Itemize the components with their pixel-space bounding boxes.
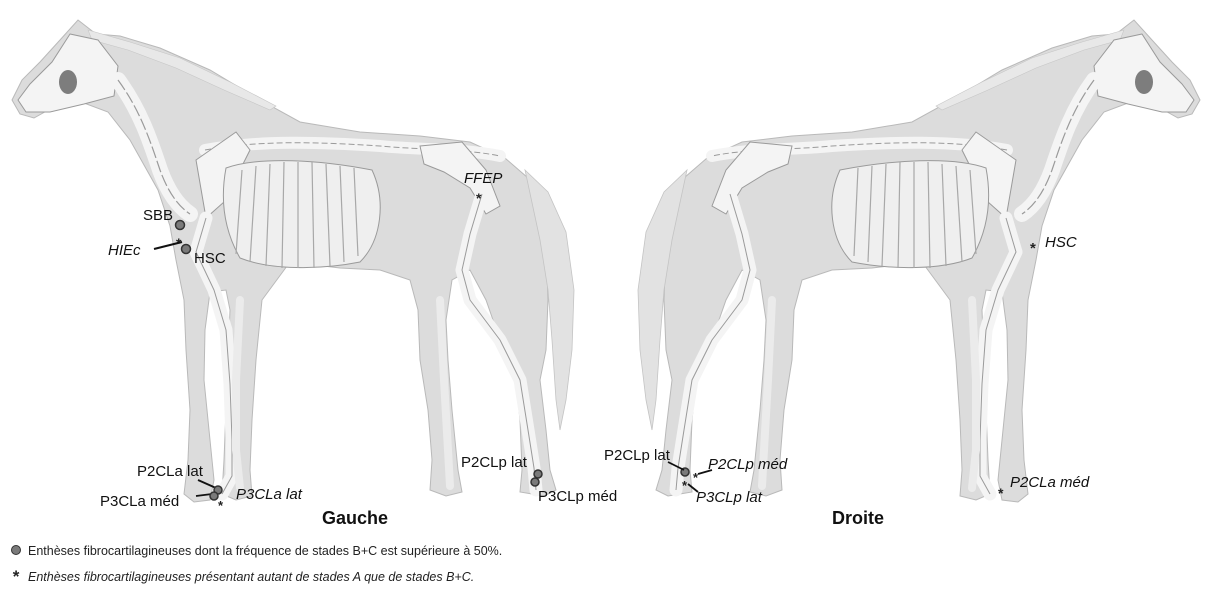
label-p2clp-lat: P2CLp lat	[461, 454, 528, 471]
marker-dot	[531, 478, 539, 486]
filled-circle-icon	[8, 544, 24, 558]
marker-dot	[176, 221, 185, 230]
legend-star-text: Enthèses fibrocartilagineuses présentant…	[28, 570, 474, 584]
marker-dot	[210, 492, 218, 500]
marker-dot	[534, 470, 542, 478]
legend-star-row: * Enthèses fibrocartilagineuses présenta…	[8, 568, 474, 585]
label-sbb: SBB	[143, 207, 173, 224]
title-gauche: Gauche	[322, 508, 388, 528]
label-p3clp-lat: P3CLp lat	[696, 489, 763, 506]
title-droite: Droite	[832, 508, 884, 528]
label-hsc-right: HSC	[1045, 234, 1077, 251]
label-p2cla-med: P2CLa méd	[1010, 474, 1090, 491]
label-ffep: FFEP	[464, 170, 502, 187]
marker-star: *	[998, 485, 1004, 501]
right-horse-silhouette	[638, 20, 1200, 502]
legend-dot-row: Enthèses fibrocartilagineuses dont la fr…	[8, 544, 502, 558]
legend-dot-text: Enthèses fibrocartilagineuses dont la fr…	[28, 544, 502, 558]
right-horse: * HSC * * P2CLp lat P2CLp méd P3CLp lat …	[604, 20, 1200, 528]
label-p2clp-med: P2CLp méd	[708, 456, 788, 473]
marker-star: *	[476, 190, 482, 206]
label-hsc: HSC	[194, 250, 226, 267]
marker-dot	[182, 245, 191, 254]
marker-star: *	[693, 470, 699, 485]
label-p2clp-lat-right: P2CLp lat	[604, 447, 671, 464]
label-hiec: HIEc	[108, 242, 141, 259]
asterisk-icon: *	[8, 568, 24, 585]
label-p3clp-med: P3CLp méd	[538, 488, 617, 505]
left-horse-silhouette	[12, 20, 574, 502]
label-p3cla-lat: P3CLa lat	[236, 486, 303, 503]
left-horse: SBB * HIEc HSC FFEP * * P2CLa lat P3CLa …	[12, 20, 617, 528]
label-p2cla-lat: P2CLa lat	[137, 463, 204, 480]
marker-star: *	[1030, 240, 1036, 257]
label-p3cla-med: P3CLa méd	[100, 493, 179, 510]
